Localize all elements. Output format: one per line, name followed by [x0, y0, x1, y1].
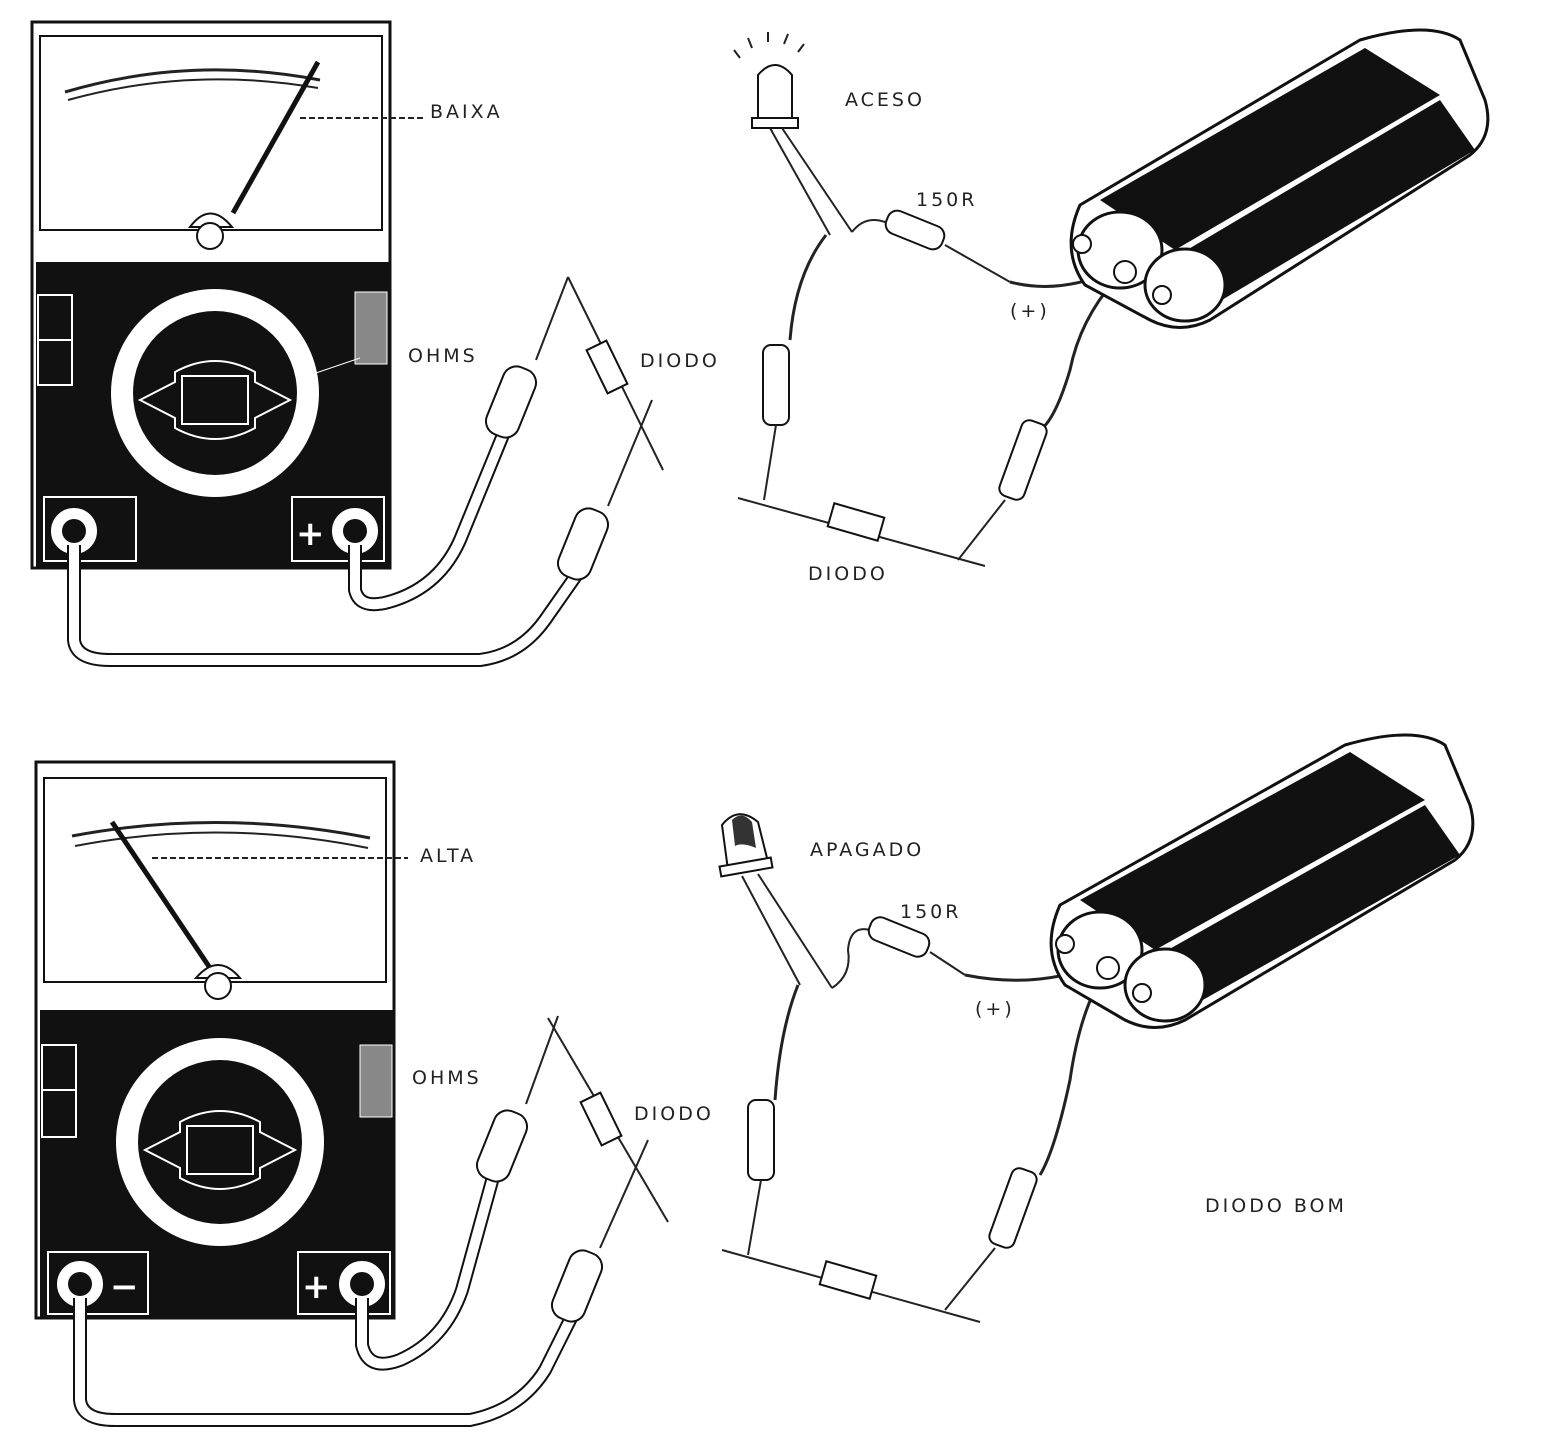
battery-holder-top — [1069, 28, 1490, 329]
needle-bottom — [109, 820, 213, 970]
dial-scale-arc-top — [64, 68, 321, 94]
resistor-top — [884, 209, 946, 251]
diode-body-bottom — [579, 1091, 623, 1147]
minus-symbol-bottom: − — [110, 1267, 139, 1307]
zero-adjust-screw-bottom — [204, 972, 232, 1000]
diode-body-tester-bottom — [818, 1260, 878, 1300]
needle-reading-label-bottom: ALTA — [420, 845, 476, 867]
ohms-adjust-knob-top — [354, 291, 388, 365]
battery-holder-bottom — [1049, 733, 1475, 1029]
diode-label-meter-bottom: DIODO — [634, 1103, 714, 1125]
zero-adjust-screw-top — [196, 222, 224, 250]
resistor-label-top: 150R — [916, 189, 977, 211]
selector-knob-bottom — [142, 1110, 298, 1190]
diode-label-tester-top: DIODO — [808, 563, 888, 585]
meter-dial-window-top — [39, 35, 383, 231]
diode-label-meter-top: DIODO — [640, 350, 720, 372]
led-tester-bottom: APAGADO 150R (+) — [718, 813, 1107, 1323]
plus-symbol-top: + — [296, 514, 325, 554]
polarity-label-top: (+) — [1010, 300, 1050, 322]
led-tester-top: ACESO 150R (+) DIODO — [733, 32, 1117, 585]
led-top — [757, 64, 793, 121]
resistor-label-bottom: 150R — [900, 901, 961, 923]
selector-range-label-bottom: OHMS — [412, 1067, 482, 1089]
multimeter-bottom: ALTA OHMS − + DIODO — [34, 760, 714, 1427]
probe-black-top — [556, 507, 610, 581]
needle-top — [230, 60, 321, 215]
diode-body-top — [585, 339, 629, 395]
diode-body-tester-top — [826, 502, 886, 542]
probe-red-bottom — [475, 1109, 529, 1183]
result-caption: DIODO BOM — [1205, 1195, 1347, 1217]
led-glow-rays — [733, 32, 805, 59]
selector-knob-top — [137, 360, 293, 440]
needle-reading-label-top: BAIXA — [430, 101, 503, 123]
meter-dial-window-bottom — [43, 777, 387, 983]
probe-black-bottom — [550, 1249, 604, 1323]
multimeter-top: BAIXA OHMS + DIODO — [30, 20, 720, 667]
resistor-bottom — [867, 916, 931, 958]
led-state-label-top: ACESO — [845, 89, 925, 111]
probe-red-top — [484, 365, 538, 439]
selector-range-label-top: OHMS — [408, 345, 478, 367]
polarity-label-bottom: (+) — [975, 998, 1015, 1020]
led-state-label-bottom: APAGADO — [810, 839, 924, 861]
plus-symbol-bottom: + — [302, 1267, 331, 1307]
ohms-adjust-knob-bottom — [359, 1044, 393, 1118]
